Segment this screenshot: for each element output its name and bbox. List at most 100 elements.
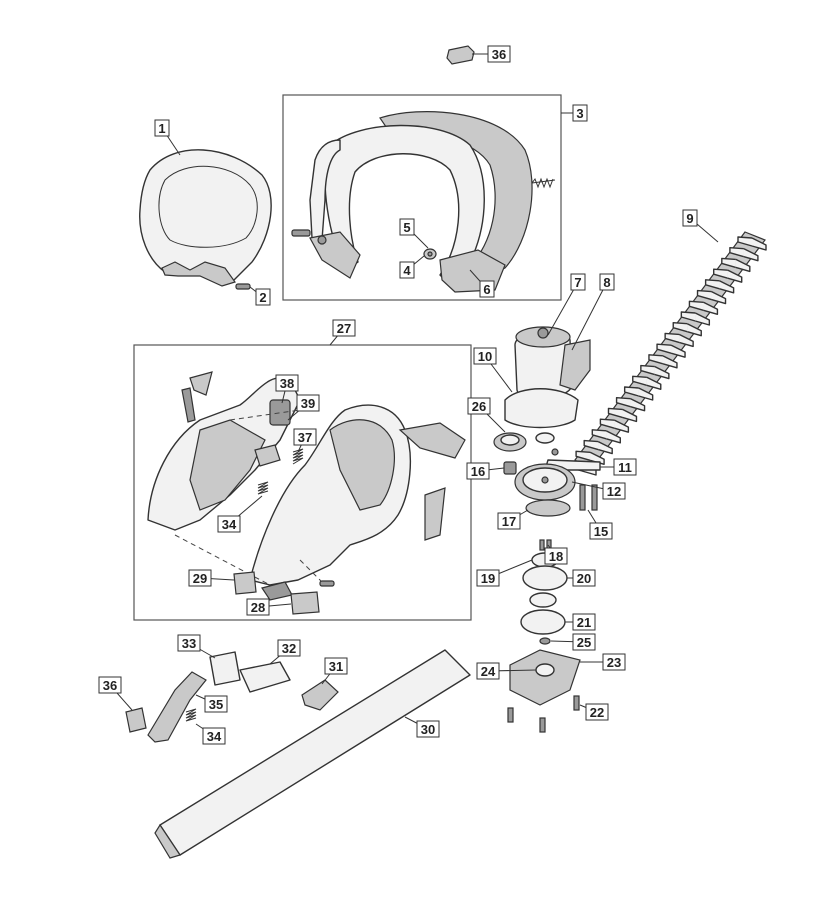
callout-c8: 8 bbox=[571, 273, 615, 351]
callout-c5: 5 bbox=[399, 218, 429, 249]
part-29-pad bbox=[233, 571, 257, 595]
blade-tooth bbox=[743, 248, 759, 262]
part-number-label: 3 bbox=[576, 106, 583, 121]
blade-tooth bbox=[583, 439, 599, 451]
callout-box bbox=[544, 547, 568, 565]
callout-box bbox=[277, 639, 301, 657]
callout-c36a: 36 bbox=[482, 45, 511, 63]
part-34-spring-bottom bbox=[185, 708, 197, 722]
callout-c37: 37 bbox=[293, 428, 317, 453]
callout-c33: 33 bbox=[177, 634, 216, 659]
blade-tooth bbox=[605, 430, 621, 444]
part-number-label: 29 bbox=[193, 571, 207, 586]
callout-box bbox=[487, 45, 511, 63]
leader-line bbox=[547, 281, 579, 336]
callout-c11: 11 bbox=[600, 458, 637, 476]
callout-box bbox=[154, 119, 170, 137]
callout-c19: 19 bbox=[476, 559, 533, 587]
part-26-gear bbox=[493, 432, 527, 452]
part-number-label: 24 bbox=[481, 664, 496, 679]
part-number-label: 9 bbox=[686, 211, 693, 226]
part-number-label: 1 bbox=[158, 121, 165, 136]
part-32-switch-block bbox=[239, 661, 291, 693]
part-number-label: 7 bbox=[574, 275, 581, 290]
part-19-20-discs bbox=[520, 552, 568, 635]
blade-tooth bbox=[591, 429, 607, 440]
callout-c22: 22 bbox=[579, 703, 609, 721]
callout-box bbox=[613, 458, 637, 476]
blade-tooth bbox=[737, 236, 753, 247]
part-36-switch-top bbox=[446, 45, 482, 65]
part-28-pad bbox=[290, 591, 320, 615]
part-number-label: 22 bbox=[590, 705, 604, 720]
callout-c23: 23 bbox=[580, 653, 626, 671]
callout-box bbox=[497, 512, 521, 530]
callout-box bbox=[217, 515, 241, 533]
part-number-label: 38 bbox=[280, 376, 294, 391]
part-small-washers bbox=[535, 432, 559, 456]
part-number-label: 35 bbox=[209, 697, 223, 712]
callout-c34b: 34 bbox=[195, 723, 226, 745]
callout-box bbox=[572, 104, 588, 122]
part-number-label: 31 bbox=[329, 659, 343, 674]
part-17-plate bbox=[525, 499, 571, 517]
part-number-label: 39 bbox=[301, 396, 315, 411]
callout-c16: 16 bbox=[466, 462, 505, 480]
callout-c9: 9 bbox=[682, 209, 719, 243]
callout-box bbox=[466, 462, 490, 480]
callout-box bbox=[476, 569, 500, 587]
blade-tooth bbox=[680, 311, 696, 322]
part-number-label: 11 bbox=[618, 460, 632, 475]
part-number-label: 30 bbox=[421, 722, 435, 737]
callout-c31: 31 bbox=[321, 657, 348, 685]
blade-tooth bbox=[622, 408, 638, 423]
blade-tooth bbox=[678, 333, 694, 348]
part-number-label: 33 bbox=[182, 636, 196, 651]
callout-box bbox=[599, 273, 615, 291]
callout-box bbox=[399, 218, 415, 236]
callout-c36b: 36 bbox=[98, 676, 133, 711]
callout-c27: 27 bbox=[329, 319, 356, 346]
part-number-label: 36 bbox=[103, 678, 117, 693]
callout-c35: 35 bbox=[195, 694, 228, 713]
leader-line bbox=[571, 281, 608, 351]
part-number-label: 34 bbox=[222, 517, 237, 532]
part-number-label: 2 bbox=[259, 290, 266, 305]
blade-tooth bbox=[575, 450, 591, 461]
callout-box bbox=[177, 634, 201, 652]
callout-box bbox=[188, 569, 212, 587]
callout-c4: 4 bbox=[399, 255, 425, 279]
callout-c28: 28 bbox=[246, 598, 292, 616]
part-number-label: 15 bbox=[594, 524, 608, 539]
blade-tooth bbox=[713, 268, 728, 279]
callout-box bbox=[602, 653, 626, 671]
blade-tooth bbox=[721, 257, 737, 269]
callout-box bbox=[467, 397, 491, 415]
blade-tooth bbox=[646, 376, 662, 390]
blade-tooth bbox=[695, 312, 711, 326]
blade-tooth bbox=[711, 290, 727, 305]
blade-tooth bbox=[704, 279, 720, 290]
callout-c2: 2 bbox=[249, 286, 271, 306]
part-number-label: 10 bbox=[478, 349, 492, 364]
part-35-trigger bbox=[147, 671, 207, 743]
callout-c17: 17 bbox=[497, 509, 529, 530]
blade-tooth bbox=[607, 407, 623, 419]
part-number-label: 6 bbox=[483, 282, 490, 297]
callout-c25: 25 bbox=[550, 633, 596, 651]
part-12-large-gear bbox=[514, 463, 576, 501]
part-number-label: 27 bbox=[337, 321, 351, 336]
callout-c6: 6 bbox=[469, 269, 495, 298]
callout-box bbox=[572, 569, 596, 587]
blade-tooth bbox=[638, 387, 654, 401]
callout-box bbox=[98, 676, 122, 694]
blade-tooth bbox=[703, 301, 719, 315]
part-number-label: 16 bbox=[471, 464, 485, 479]
callout-box bbox=[682, 209, 698, 227]
part-number-label: 12 bbox=[607, 484, 621, 499]
callout-c15: 15 bbox=[587, 509, 613, 540]
callout-c18: 18 bbox=[544, 544, 568, 565]
blade-tooth bbox=[696, 289, 712, 301]
part-number-label: 8 bbox=[603, 275, 610, 290]
